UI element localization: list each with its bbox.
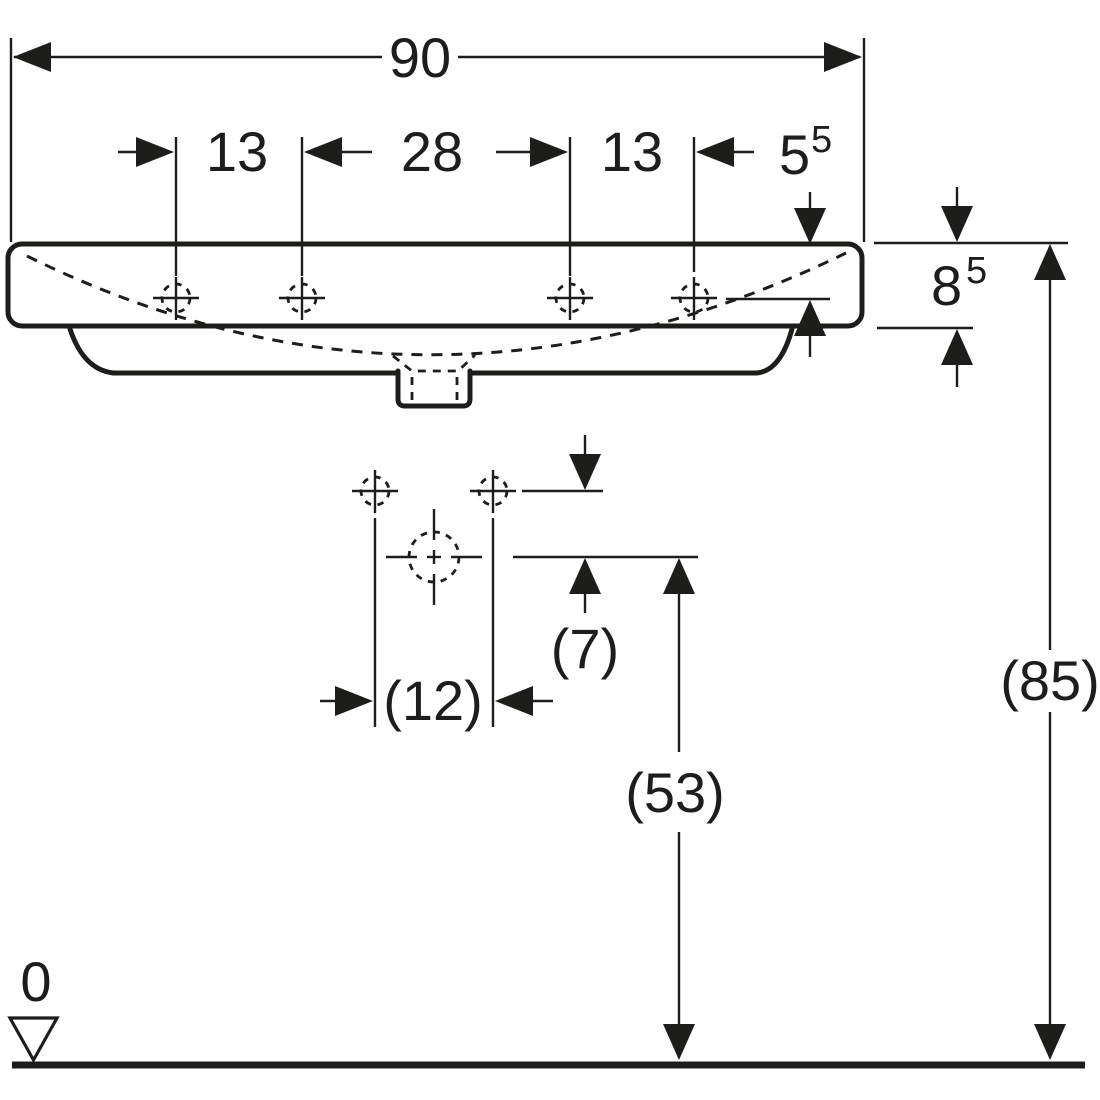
dim-rim-height: (85) [1000,244,1100,1060]
arrowhead-right-icon [530,137,568,167]
hole-circle [359,475,391,507]
plan-detail-view [352,470,516,605]
arrowhead-right-icon [335,686,373,716]
arrowhead-left-icon [696,137,734,167]
arrowhead-left-icon [13,42,51,72]
dim-overall-width: 90 [9,26,866,242]
dim-drain-offset: (7) [513,435,698,680]
drain-trap-outline [395,368,473,409]
drain-funnel-hidden-line [392,353,476,373]
hole-circle [678,282,710,314]
arrowhead-down-icon [794,208,826,244]
dimension-label: (7) [551,617,619,680]
drain-hole-symbol [386,509,482,605]
dimension-label: 5 [779,123,810,186]
dim-tap-hole-offset: 5 5 [726,119,832,357]
dim-tap-hole-spacing: 13 28 13 [118,120,754,276]
basin-front-view [5,241,865,409]
arrowhead-down-icon [1034,1024,1066,1060]
tap-hole-symbol-plan-left [352,470,398,513]
dimension-label: 13 [206,120,268,183]
tap-hole-symbol-plan-right [470,470,516,513]
basin-rim-outline [5,241,865,329]
dimension-label: (85) [1000,649,1100,712]
dimension-label: 90 [389,26,451,89]
arrowhead-up-icon [569,558,601,594]
dim-drain-hole-spacing: (12) [320,518,553,732]
dimension-label-superscript: 5 [811,119,832,161]
basin-underside-right [467,326,795,376]
arrowhead-down-icon [569,454,601,490]
dimension-label: (53) [625,761,725,824]
tap-hole-symbol-3 [547,277,593,320]
dim-drain-height: (53) [625,558,725,1060]
tap-hole-symbol-4 [671,277,717,320]
hole-circle [554,282,586,314]
arrowhead-left-icon [304,137,342,167]
arrowhead-up-icon [794,300,826,336]
tap-hole-symbol-1 [153,277,199,320]
arrowhead-up-icon [663,558,695,594]
datum-triangle-icon [7,1016,60,1064]
arrowhead-up-icon [1034,244,1066,280]
tap-hole-symbol-2 [279,277,325,320]
arrowhead-down-icon [663,1024,695,1060]
arrowhead-up-icon [941,329,973,365]
floor-datum: 0 [7,950,1085,1069]
basin-underside-left [67,326,401,376]
dimension-label: 13 [601,120,663,183]
arrowhead-right-icon [824,42,862,72]
arrowhead-left-icon [495,686,533,716]
hole-circle [286,282,318,314]
dim-rim-edge-height: 8 5 [874,187,1068,387]
arrowhead-down-icon [941,206,973,242]
arrowhead-right-icon [136,137,174,167]
dimension-label: (12) [383,669,483,732]
dimension-label-superscript: 5 [966,250,987,292]
hole-circle [477,475,509,507]
datum-label: 0 [20,950,51,1013]
hole-circle [160,282,192,314]
dimension-label: 28 [401,120,463,183]
bowl-hidden-profile [26,251,847,357]
dimension-label: 8 [931,254,962,317]
